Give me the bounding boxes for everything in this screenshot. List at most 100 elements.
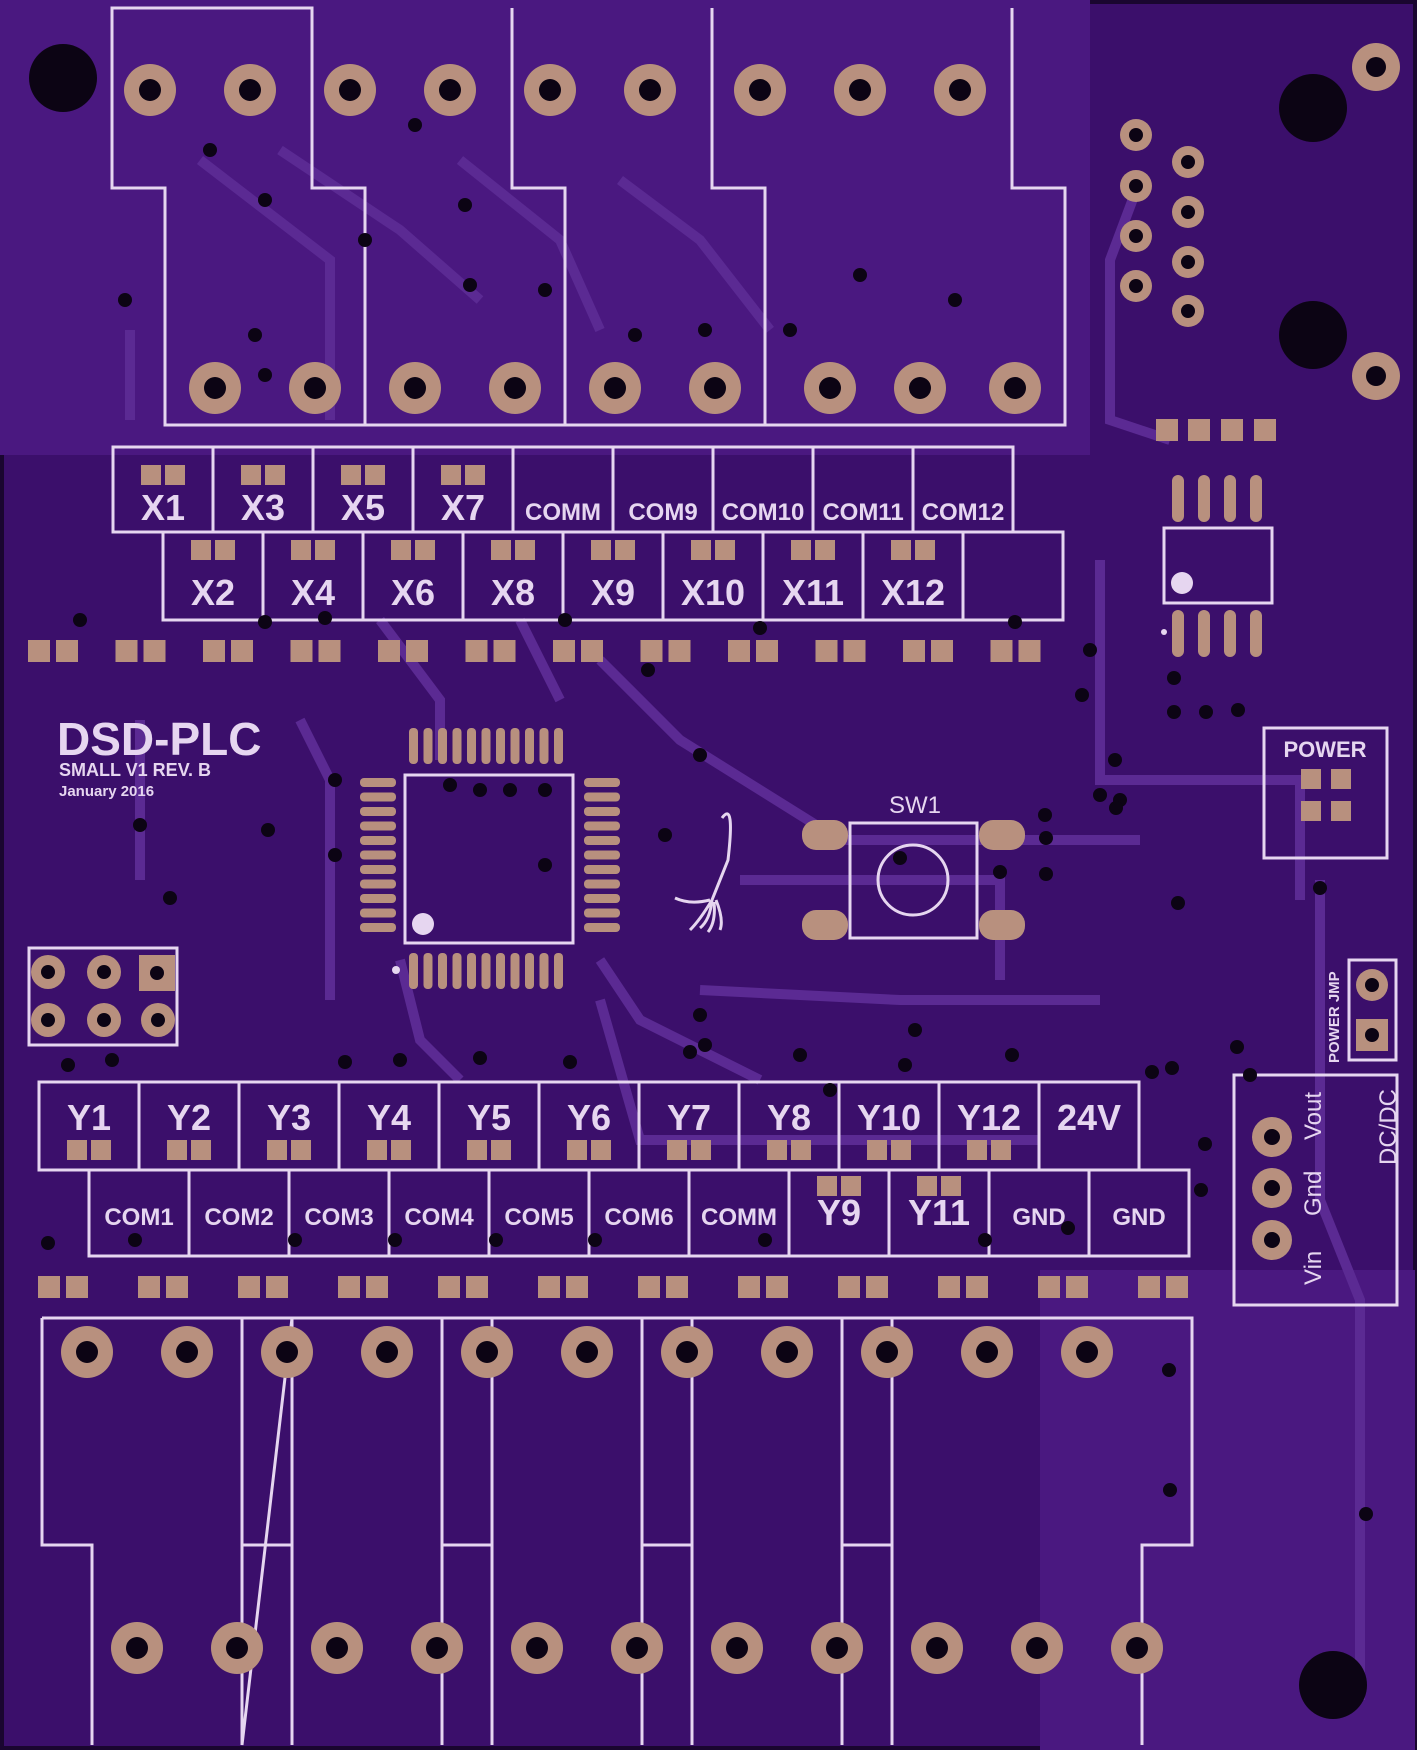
- terminal-label: GND: [1112, 1204, 1165, 1231]
- dcdc-module: [1232, 1073, 1399, 1307]
- terminal-com6: COM6: [587, 1170, 674, 1256]
- terminal-label: Y4: [367, 1097, 411, 1138]
- smd-pad: [378, 640, 400, 662]
- smd-pad: [493, 640, 516, 662]
- vin-label: Vin: [1300, 1251, 1327, 1285]
- smd-pad: [318, 640, 341, 662]
- smd-pad: [138, 1276, 160, 1298]
- isp-header: [27, 946, 179, 1047]
- through-hole-pad: [31, 1003, 65, 1037]
- smd-pad: [990, 640, 1013, 662]
- through-hole-pad: [411, 1622, 463, 1674]
- smd-pad: [638, 1276, 660, 1298]
- through-hole-pad: [111, 1622, 163, 1674]
- terminal-label: Y7: [667, 1097, 711, 1138]
- through-hole-pad: [834, 64, 886, 116]
- terminal-label: COM12: [922, 499, 1005, 526]
- smd-pad: [553, 640, 575, 662]
- through-hole-pad: [589, 362, 641, 414]
- dcdc-label: DC/DC: [1375, 1089, 1402, 1165]
- smd-pad: [115, 640, 138, 662]
- terminal-y5: Y5: [437, 1082, 511, 1170]
- terminal-gnd: GND: [1087, 1170, 1166, 1256]
- mounting-holes: [29, 43, 1400, 1719]
- through-hole-pad: [311, 1622, 363, 1674]
- smd-pad: [406, 640, 428, 662]
- through-hole-pad: [31, 955, 65, 989]
- smd-pad: [738, 1276, 760, 1298]
- rj-connector-pads: [1120, 119, 1204, 327]
- smd-pad: [966, 1276, 988, 1298]
- top-relay-outlines: [110, 6, 1067, 427]
- smd-pad: [438, 1276, 460, 1298]
- soic-chip: [1161, 475, 1274, 657]
- through-hole-pad: [989, 362, 1041, 414]
- through-hole-pad: [61, 1326, 113, 1378]
- smd-pad: [666, 1276, 688, 1298]
- terminal-label: Y8: [767, 1097, 811, 1138]
- smd-pad: [38, 1276, 60, 1298]
- terminal-y9: Y9: [787, 1170, 861, 1256]
- through-hole-pad: [804, 362, 856, 414]
- terminal-x3: X3: [211, 447, 285, 532]
- through-hole-pad: [224, 64, 276, 116]
- terminal-x5: X5: [311, 447, 385, 532]
- smd-pad: [1138, 1276, 1160, 1298]
- smd-pad: [290, 640, 313, 662]
- terminal-label: Y2: [167, 1097, 211, 1138]
- smd-pad: [203, 640, 225, 662]
- power-jumper[interactable]: [1347, 958, 1398, 1062]
- through-hole-pad: [1120, 170, 1152, 202]
- terminal-label: GND: [1012, 1204, 1065, 1231]
- terminal-y8: Y8: [737, 1082, 811, 1170]
- terminal-label: X10: [681, 572, 745, 613]
- through-hole-pad: [141, 1003, 175, 1037]
- bottom-relay-outlines: [40, 1316, 1194, 1746]
- through-hole-pad: [424, 64, 476, 116]
- smd-pad: [838, 1276, 860, 1298]
- squid-logo-icon: [674, 812, 732, 933]
- terminal-label: COM5: [504, 1204, 573, 1231]
- smd-pad: [938, 1276, 960, 1298]
- vout-label: Vout: [1300, 1092, 1327, 1140]
- smd-pad: [1156, 419, 1178, 441]
- smd-pad: [1166, 1276, 1188, 1298]
- through-hole-pad: [1172, 246, 1204, 278]
- gnd-pin-label: Gnd: [1300, 1171, 1327, 1216]
- smd-pad: [1254, 419, 1276, 441]
- through-hole-pad: [389, 362, 441, 414]
- board-title: DSD-PLC: [57, 713, 261, 765]
- terminal-label: COM4: [404, 1204, 474, 1231]
- terminal-com3: COM3: [287, 1170, 374, 1256]
- terminal-label: X2: [191, 572, 235, 613]
- smd-pad: [1188, 419, 1210, 441]
- through-hole-pad: [289, 362, 341, 414]
- through-hole-pad: [489, 362, 541, 414]
- through-hole-pad: [324, 64, 376, 116]
- terminal-com10: COM10: [711, 447, 804, 532]
- smd-pad: [466, 1276, 488, 1298]
- terminal-label: 24V: [1057, 1097, 1121, 1138]
- terminal-label: X9: [591, 572, 635, 613]
- terminal-label: X6: [391, 572, 435, 613]
- terminal-y12: Y12: [937, 1082, 1021, 1170]
- board-date: January 2016: [59, 783, 154, 800]
- smd-pad: [366, 1276, 388, 1298]
- switch-sw1[interactable]: [802, 820, 1025, 940]
- terminal-x4: X4: [261, 532, 335, 620]
- switch-label: SW1: [889, 792, 941, 819]
- through-hole-pad: [1111, 1622, 1163, 1674]
- through-hole-pad: [511, 1622, 563, 1674]
- smd-pad: [28, 640, 50, 662]
- through-hole-pad: [1120, 220, 1152, 252]
- through-hole-pad: [1172, 295, 1204, 327]
- terminal-x12: X12: [861, 532, 945, 620]
- terminal-com5: COM5: [487, 1170, 574, 1256]
- terminal-comm: COMM: [687, 1170, 777, 1256]
- smd-pad: [465, 640, 488, 662]
- mounting-hole: [1299, 1651, 1367, 1719]
- terminal-com11: COM11: [811, 447, 904, 532]
- terminal-24v: 24V: [1037, 1082, 1121, 1170]
- through-hole-pad: [711, 1622, 763, 1674]
- terminal-label: COMM: [525, 499, 601, 526]
